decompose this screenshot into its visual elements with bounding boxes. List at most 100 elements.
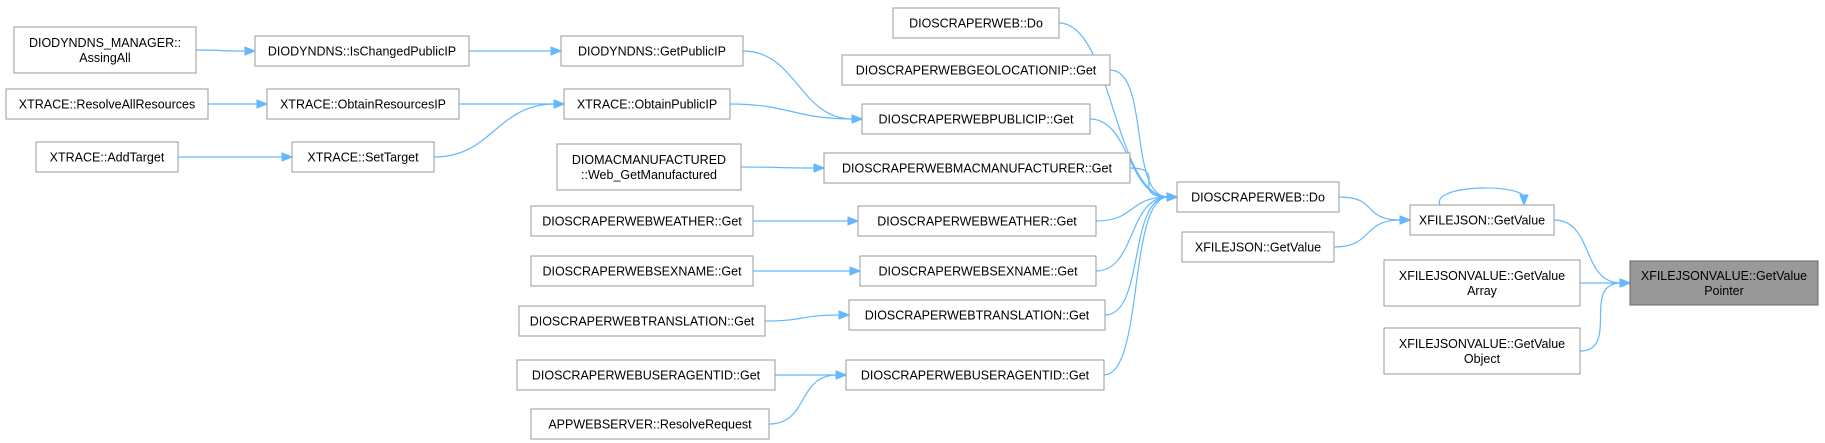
node-label-xt_set-line-0: XTRACE::SetTarget [307,151,419,165]
node-xf_get2[interactable]: XFILEJSON::GetValue [1181,231,1335,263]
node-box-tra_l [518,305,766,337]
node-box-dyn_get [560,35,744,67]
node-box-dyn_mgr [13,26,197,74]
node-tra_l[interactable]: DIOSCRAPERWEBTRANSLATION::Get [518,305,766,337]
node-box-tra [848,299,1106,331]
node-dyn_chg[interactable]: DIODYNDNS::IsChangedPublicIP [254,35,470,67]
edge-mac_web-to-mac [740,166,816,169]
node-label-pub-line-0: DIOSCRAPERWEBPUBLICIP::Get [879,113,1074,127]
node-label-wea-line-0: DIOSCRAPERWEBWEATHER::Get [877,215,1077,229]
edge-tra-to-scr_do [1104,196,1169,316]
node-xt_set[interactable]: XTRACE::SetTarget [291,141,435,173]
node-ua[interactable]: DIOSCRAPERWEBUSERAGENTID::Get [845,359,1105,391]
node-box-xt_obpub [563,88,731,120]
node-xf_get1[interactable]: XFILEJSON::GetValue [1409,204,1555,236]
arrowhead-xt_resall-to-xt_obres [256,99,269,109]
node-label-mac_web-line-0: DIOMACMANUFACTURED [572,153,726,167]
arrowhead-xt_add-to-xt_set [281,152,294,162]
edge-xf_get1-to-root [1553,219,1622,284]
node-label-ua-line-0: DIOSCRAPERWEBUSERAGENTID::Get [861,369,1090,383]
node-label-xt_obpub-line-0: XTRACE::ObtainPublicIP [577,98,717,112]
arrowhead-wea_l-to-wea [847,216,860,226]
edge-dyn_get-to-pub [742,50,854,120]
edge-xv_obj-to-root [1579,282,1622,352]
node-label-root-line-1: Pointer [1704,284,1744,298]
node-dyn_mgr[interactable]: DIODYNDNS_MANAGER::AssingAll [13,26,197,74]
node-label-xf_get2-line-0: XFILEJSON::GetValue [1195,241,1321,255]
node-box-xv_arr [1383,259,1581,307]
node-label-xt_add-line-0: XTRACE::AddTarget [50,151,165,165]
edge-app-to-ua [768,374,838,425]
arrowhead-dyn_chg-to-dyn_get [550,46,563,56]
nodes-layer: DIOSCRAPERWEB::DoDIOSCRAPERWEBGEOLOCATIO… [5,7,1819,440]
arrowhead-app-to-ua [835,370,848,380]
arrowhead-xt_set-to-xt_obpub [553,99,566,109]
node-label-mac-line-0: DIOSCRAPERWEBMACMANUFACTURER::Get [842,162,1112,176]
node-label-xv_arr-line-1: Array [1467,284,1498,298]
node-mac[interactable]: DIOSCRAPERWEBMACMANUFACTURER::Get [823,152,1131,184]
edge-xf_get2-to-xf_get1 [1333,219,1402,248]
node-mac_web[interactable]: DIOMACMANUFACTURED::Web_GetManufactured [556,143,742,191]
edge-xt_obpub-to-pub [729,103,854,120]
node-label-geo-line-0: DIOSCRAPERWEBGEOLOCATIONIP::Get [856,64,1097,78]
node-box-xf_get2 [1181,231,1335,263]
node-sex_l[interactable]: DIOSCRAPERWEBSEXNAME::Get [530,255,754,287]
node-scr_do_top[interactable]: DIOSCRAPERWEB::Do [892,7,1060,39]
node-app[interactable]: APPWEBSERVER::ResolveRequest [530,408,770,440]
node-ua_l[interactable]: DIOSCRAPERWEBUSERAGENTID::Get [516,359,776,391]
node-dyn_get[interactable]: DIODYNDNS::GetPublicIP [560,35,744,67]
node-label-scr_do_top-line-0: DIOSCRAPERWEB::Do [909,17,1043,31]
node-scr_do[interactable]: DIOSCRAPERWEB::Do [1176,181,1340,213]
node-wea[interactable]: DIOSCRAPERWEBWEATHER::Get [857,205,1097,237]
node-label-dyn_mgr-line-1: AssingAll [79,51,130,65]
edge-mac-to-scr_do [1129,167,1169,198]
node-box-ua [845,359,1105,391]
node-geo[interactable]: DIOSCRAPERWEBGEOLOCATIONIP::Get [841,54,1111,86]
node-box-xt_obres [266,88,460,120]
node-box-xv_obj [1383,327,1581,375]
node-tra[interactable]: DIOSCRAPERWEBTRANSLATION::Get [848,299,1106,331]
node-pub[interactable]: DIOSCRAPERWEBPUBLICIP::Get [861,103,1091,135]
node-xt_obpub[interactable]: XTRACE::ObtainPublicIP [563,88,731,120]
node-box-sex_l [530,255,754,287]
node-label-dyn_mgr-line-0: DIODYNDNS_MANAGER:: [29,36,181,50]
node-xt_resall[interactable]: XTRACE::ResolveAllResources [5,88,209,120]
node-label-xt_obres-line-0: XTRACE::ObtainResourcesIP [280,98,446,112]
node-xt_obres[interactable]: XTRACE::ObtainResourcesIP [266,88,460,120]
arrowhead-xt_obpub-to-pub [851,114,864,124]
node-box-scr_do [1176,181,1340,213]
edge-wea-to-scr_do [1095,196,1169,222]
node-xt_add[interactable]: XTRACE::AddTarget [35,141,179,173]
node-label-ua_l-line-0: DIOSCRAPERWEBUSERAGENTID::Get [532,369,761,383]
arrowhead-mac_web-to-mac [813,163,826,173]
node-label-tra_l-line-0: DIOSCRAPERWEBTRANSLATION::Get [530,315,755,329]
node-box-mac_web [556,143,742,191]
edge-scr_do-to-xf_get1 [1338,196,1402,221]
node-box-wea_l [530,205,754,237]
edge-dyn_mgr-to-dyn_chg [195,49,247,52]
node-label-xv_obj-line-1: Object [1464,352,1501,366]
edge-xf_get1-to-xf_get1 [1439,187,1525,206]
edge-geo-to-scr_do [1109,69,1169,198]
node-label-tra-line-0: DIOSCRAPERWEBTRANSLATION::Get [865,309,1090,323]
arrowhead-dyn_mgr-to-dyn_chg [244,46,257,56]
node-box-xt_resall [5,88,209,120]
node-label-xt_resall-line-0: XTRACE::ResolveAllResources [19,98,195,112]
arrowhead-ua-to-scr_do [1166,192,1179,202]
node-wea_l[interactable]: DIOSCRAPERWEBWEATHER::Get [530,205,754,237]
edge-tra_l-to-tra [764,314,841,322]
node-box-ua_l [516,359,776,391]
node-box-app [530,408,770,440]
node-label-scr_do-line-0: DIOSCRAPERWEB::Do [1191,191,1325,205]
node-box-sex [859,255,1097,287]
node-label-xf_get1-line-0: XFILEJSON::GetValue [1419,214,1545,228]
node-box-dyn_chg [254,35,470,67]
node-label-sex-line-0: DIOSCRAPERWEBSEXNAME::Get [878,265,1078,279]
arrowhead-xv_obj-to-root [1619,278,1632,288]
edge-xt_set-to-xt_obpub [433,103,556,158]
node-sex[interactable]: DIOSCRAPERWEBSEXNAME::Get [859,255,1097,287]
